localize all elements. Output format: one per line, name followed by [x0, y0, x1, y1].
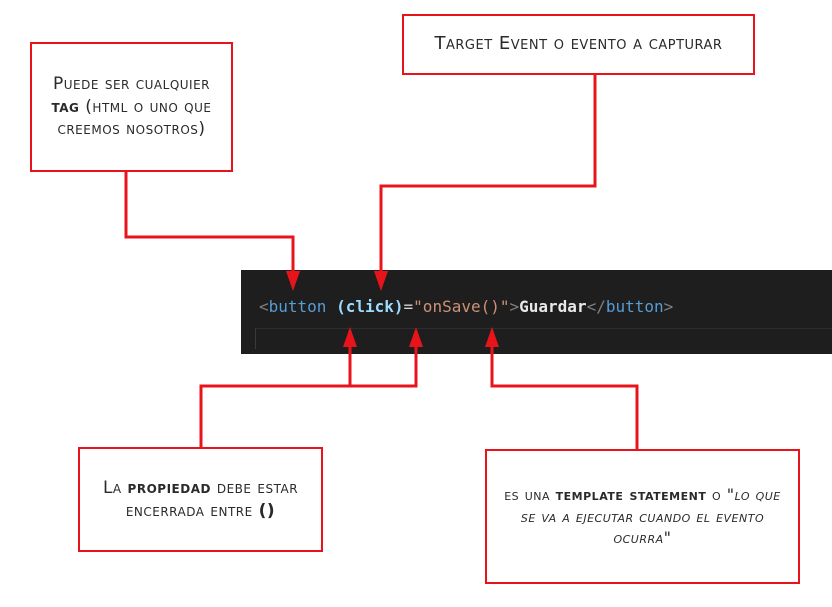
callout-stmt-italic: "lo que se va a ejecutar cuando el event…	[520, 485, 781, 548]
code-tag-open: button	[268, 297, 327, 316]
code-line: <button (click)="onSave()">Guardar</butt…	[259, 297, 673, 316]
connector-property	[199, 346, 352, 447]
callout-template-statement-text: es una template statement o "lo que se v…	[497, 484, 788, 549]
code-tag-close: button	[605, 297, 664, 316]
code-space	[326, 297, 336, 316]
callout-property-pre: La	[102, 477, 128, 498]
callout-property-text: La propiedad debe estar encerrada entre …	[90, 477, 311, 523]
code-current-line-highlight	[255, 328, 832, 349]
code-open-gt: >	[509, 297, 520, 316]
callout-stmt-bold: template statement	[555, 485, 707, 505]
callout-tag: Puede ser cualquier tag (html o uno que …	[30, 42, 233, 172]
code-paren-open: (	[336, 297, 346, 316]
code-content: Guardar	[519, 297, 587, 316]
connector-tag	[124, 172, 295, 272]
callout-tag-text: Puede ser cualquier tag (html o uno que …	[42, 73, 221, 142]
callout-tag-rest: (html o uno que creemos nosotros)	[57, 96, 212, 140]
connector-event	[379, 75, 597, 272]
code-close-lt: </	[586, 297, 606, 316]
callout-property: La propiedad debe estar encerrada entre …	[78, 447, 323, 552]
code-paren-close: )	[393, 297, 404, 316]
callout-template-statement: es una template statement o "lo que se v…	[485, 449, 800, 584]
code-event-name: click	[345, 297, 394, 316]
code-statement: "onSave()"	[413, 297, 510, 316]
callout-target-event-text: Target Event o evento a capturar	[434, 33, 723, 55]
callout-property-parens: ()	[258, 500, 276, 521]
connector-statement	[490, 346, 639, 449]
callout-tag-line1: Puede ser cualquier	[52, 73, 211, 94]
callout-property-bold: propiedad	[127, 477, 211, 498]
callout-tag-bold: tag	[51, 96, 80, 117]
callout-target-event: Target Event o evento a capturar	[402, 14, 755, 75]
code-open-lt: <	[259, 297, 269, 316]
code-close-gt: >	[663, 297, 674, 316]
code-editor-strip: <button (click)="onSave()">Guardar</butt…	[241, 270, 832, 354]
callout-stmt-pre: es una	[504, 485, 556, 505]
callout-property-post: debe estar encerrada entre	[125, 477, 299, 521]
callout-stmt-mid: o	[706, 485, 727, 505]
code-equals: =	[403, 297, 414, 316]
